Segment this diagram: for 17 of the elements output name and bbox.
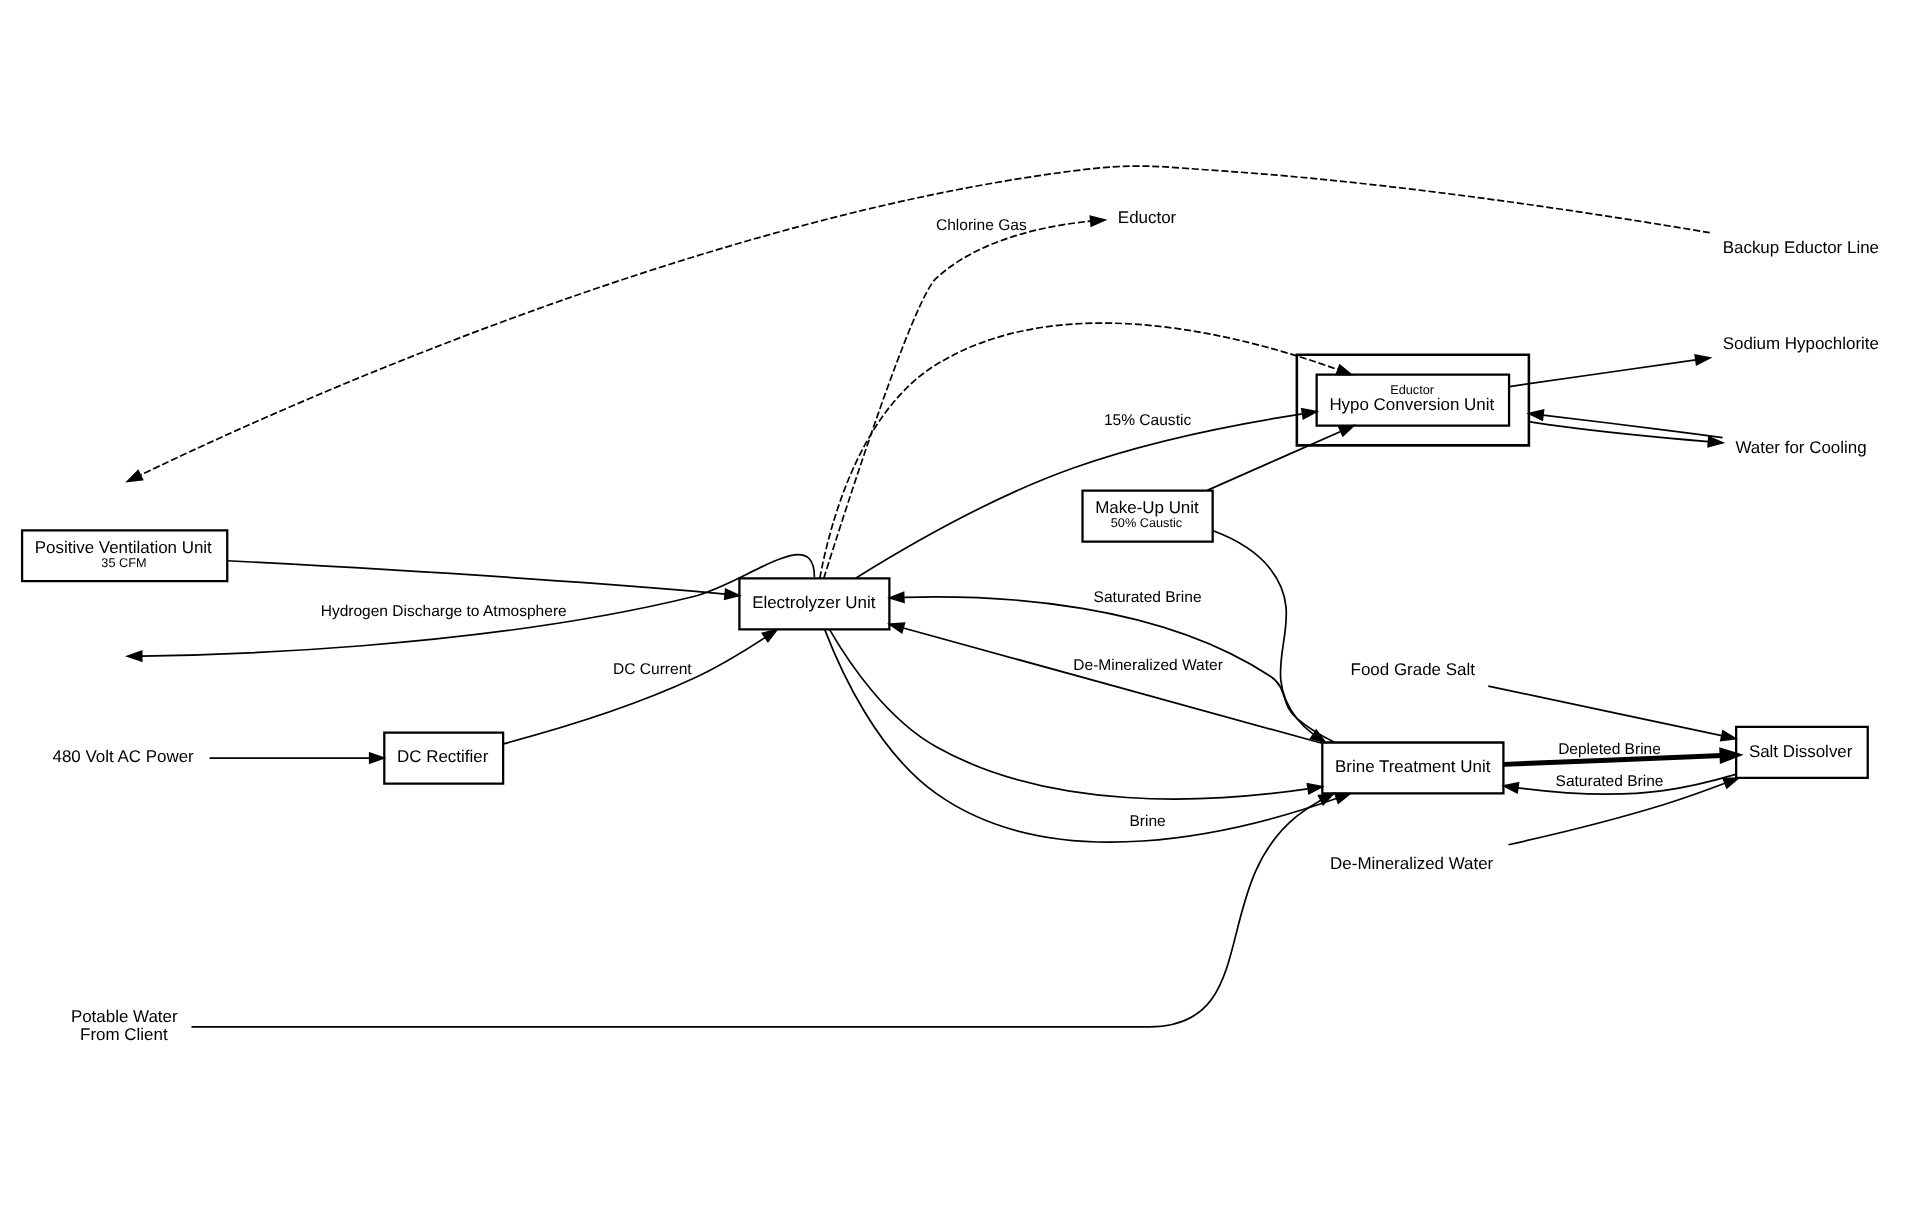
edge-label: 15% Caustic [1103, 410, 1192, 429]
edge-label: Chlorine Gas [936, 215, 1027, 234]
edge-label: De-Mineralized Water [1073, 655, 1223, 674]
edge-label: Depleted Brine [1558, 738, 1661, 757]
edge-label: Saturated Brine [1093, 587, 1202, 606]
edge-label: Brine [1129, 810, 1166, 829]
node-text: Potable Water From Client [70, 1005, 178, 1044]
node-text: Water for Cooling [1735, 435, 1867, 456]
node-text: Food Grade Salt [1350, 657, 1475, 678]
node-text: De-Mineralized Water [1330, 851, 1494, 872]
node-text: Eductor [1117, 206, 1177, 227]
node-text: Sodium Hypochlorite [1722, 332, 1879, 353]
edge-label: Hydrogen Discharge to Atmosphere [320, 601, 567, 620]
edge-label: DC Current [613, 659, 692, 678]
edge-label: Saturated Brine [1555, 771, 1664, 790]
node-text: 480 Volt AC Power [52, 745, 194, 766]
node-text: Backup Eductor Line [1722, 236, 1880, 257]
